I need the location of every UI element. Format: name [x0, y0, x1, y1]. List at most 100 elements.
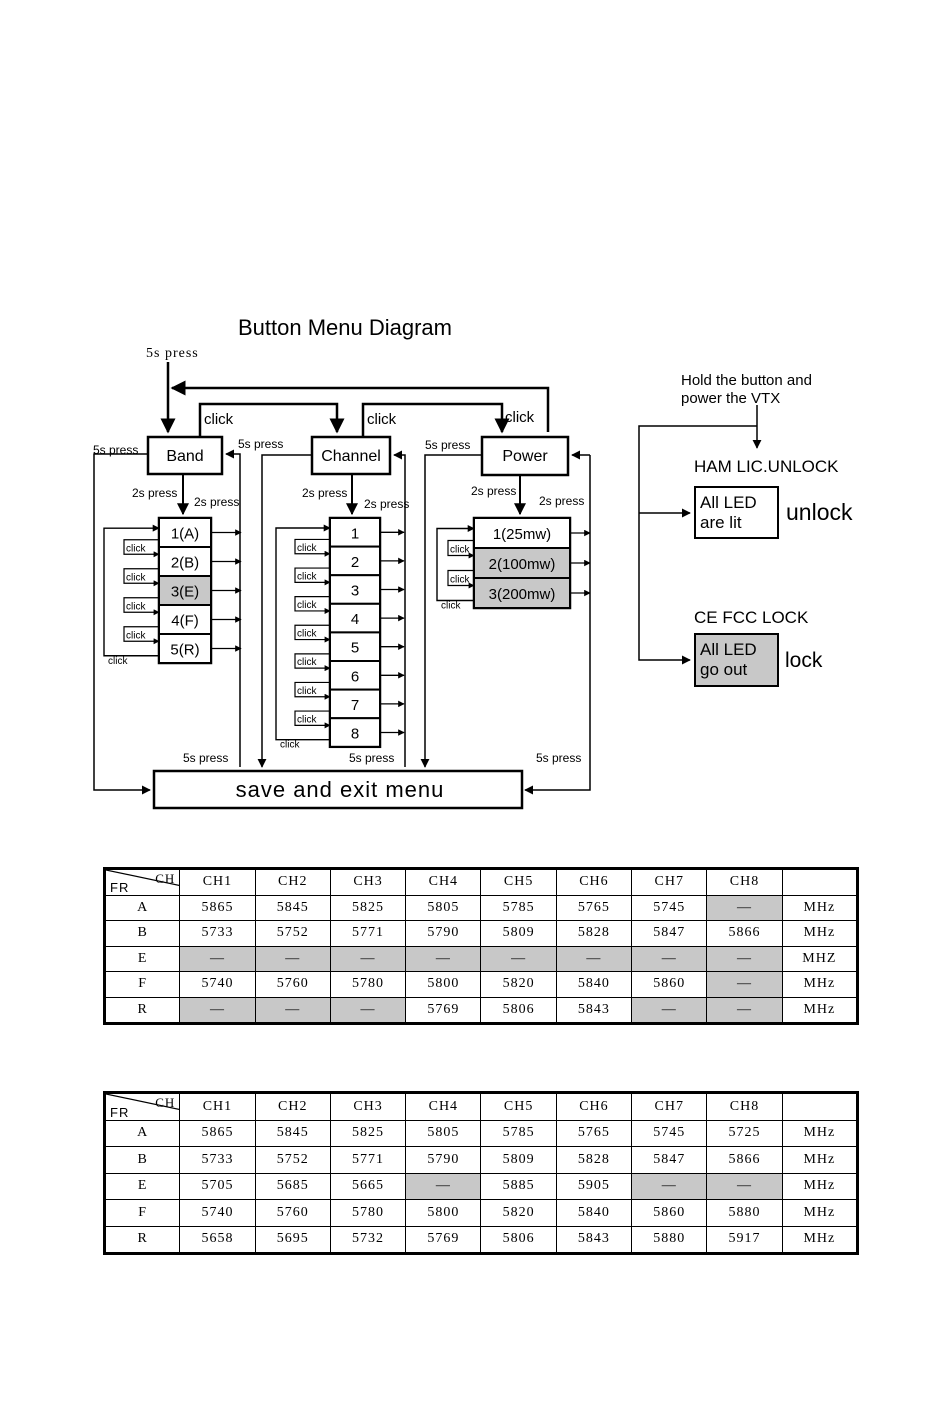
band-list-item-label: 4(F) — [171, 613, 199, 630]
channel-click-loop — [294, 653, 331, 672]
column-header: CH8 — [706, 868, 783, 896]
frequency-cell: — — [179, 945, 256, 972]
frequency-cell: 5725 — [706, 1119, 783, 1147]
click-label-band: click — [204, 411, 234, 428]
band-cell: F — [103, 1199, 181, 1227]
2s-press-label: 2s press — [539, 494, 584, 508]
channel-list-item-label: 8 — [351, 726, 359, 743]
frequency-cell: 5845 — [254, 1119, 331, 1147]
save-exit-label: save and exit menu — [236, 777, 445, 802]
channel-click-label: click — [297, 629, 317, 640]
frequency-cell: 5800 — [405, 971, 482, 998]
column-header: CH5 — [480, 868, 557, 896]
frequency-cell: — — [555, 945, 633, 972]
column-header: CH6 — [555, 1092, 633, 1121]
save-exit-box — [152, 769, 524, 810]
frequency-cell: 5733 — [179, 920, 256, 947]
frequency-cell: 5705 — [179, 1172, 256, 1200]
frequency-cell: 5825 — [329, 894, 407, 921]
band-cell: E — [103, 1172, 181, 1200]
unit-cell: MHz — [781, 1119, 859, 1147]
channel-list-item-label: 3 — [351, 583, 359, 600]
channel-return-loop — [275, 524, 331, 741]
frequency-cell: 5780 — [329, 971, 407, 998]
column-header: CH3 — [329, 1092, 407, 1121]
unlock-title: HAM LIC.UNLOCK — [694, 457, 839, 476]
frequency-cell: 5905 — [555, 1172, 633, 1200]
frequency-cell: 5885 — [480, 1172, 557, 1200]
band-cell: B — [103, 920, 181, 947]
frequency-cell: — — [631, 945, 708, 972]
band-click-loop — [123, 568, 160, 587]
frequency-cell: 5752 — [254, 920, 331, 947]
lock-box — [694, 633, 779, 687]
frequency-cell: 5860 — [631, 971, 708, 998]
channel-list-item-label: 7 — [351, 697, 359, 714]
frequency-cell: 5733 — [179, 1146, 256, 1174]
2s-press-label: 2s press — [364, 497, 409, 511]
channel-click-label: click — [297, 543, 317, 554]
unit-cell: MHz — [781, 1225, 859, 1254]
column-header: CH3 — [329, 868, 407, 896]
frequency-cell: 5866 — [706, 920, 783, 947]
corner-diagonal — [106, 1094, 179, 1110]
frequency-cell: — — [631, 996, 708, 1024]
frequency-cell: 5825 — [329, 1119, 407, 1147]
lock-box-line2: go out — [700, 660, 748, 679]
frequency-cell: 5809 — [480, 920, 557, 947]
5s-press-label: 5s press — [93, 443, 138, 457]
column-header: CH7 — [631, 868, 708, 896]
click-label-channel: click — [367, 411, 397, 428]
power-node-label: Power — [502, 448, 548, 465]
table-header-row: CH FR CH1 CH2 CH3 CH4 CH5 CH6 CH7 CH8 — [103, 868, 859, 896]
band-click-loop — [123, 597, 160, 616]
power-click-label: click — [450, 545, 470, 556]
band-cell: R — [103, 1225, 181, 1254]
power-click-label: click — [441, 601, 461, 612]
frequency-cell: 5790 — [405, 1146, 482, 1174]
corner-cell: CH FR — [103, 868, 181, 896]
corner-ch-label: CH — [155, 871, 176, 886]
frequency-cell: 5685 — [254, 1172, 331, 1200]
5s-press-label: 5s press — [425, 438, 470, 452]
frequency-cell: 5790 — [405, 920, 482, 947]
band-list-item-label: 5(R) — [170, 642, 199, 659]
channel-node — [310, 435, 392, 476]
band-node-label: Band — [166, 448, 203, 465]
frequency-cell: 5866 — [706, 1146, 783, 1174]
frequency-cell: 5760 — [254, 971, 331, 998]
frequency-cell: 5740 — [179, 1199, 256, 1227]
frequency-cell: 5771 — [329, 1146, 407, 1174]
frequency-cell: 5740 — [179, 971, 256, 998]
column-header: CH1 — [179, 1092, 256, 1121]
unit-cell: MHz — [781, 1172, 859, 1200]
power-click-loop — [447, 569, 475, 589]
frequency-cell: — — [179, 996, 256, 1024]
channel-click-loop — [294, 681, 331, 700]
frequency-cell: 5800 — [405, 1199, 482, 1227]
top-5s-press-label: 5s press — [146, 346, 199, 361]
frequency-cell: 5769 — [405, 996, 482, 1024]
channel-click-loop — [294, 624, 331, 643]
channel-click-label: click — [297, 714, 317, 725]
channel-click-label: click — [297, 571, 317, 582]
frequency-cell: 5865 — [179, 1119, 256, 1147]
channel-click-loop — [294, 710, 331, 729]
frequency-cell: 5865 — [179, 894, 256, 921]
band-click-loop — [123, 539, 160, 558]
channel-list-item — [329, 717, 381, 748]
channel-click-label: click — [297, 600, 317, 611]
channel-list-item-label: 5 — [351, 640, 359, 657]
unit-cell: MHZ — [781, 945, 859, 972]
frequency-cell: 5845 — [254, 894, 331, 921]
band-cell: A — [103, 1119, 181, 1147]
frequency-cell: — — [405, 1172, 482, 1200]
frequency-cell: 5809 — [480, 1146, 557, 1174]
lock-word: lock — [785, 649, 823, 672]
